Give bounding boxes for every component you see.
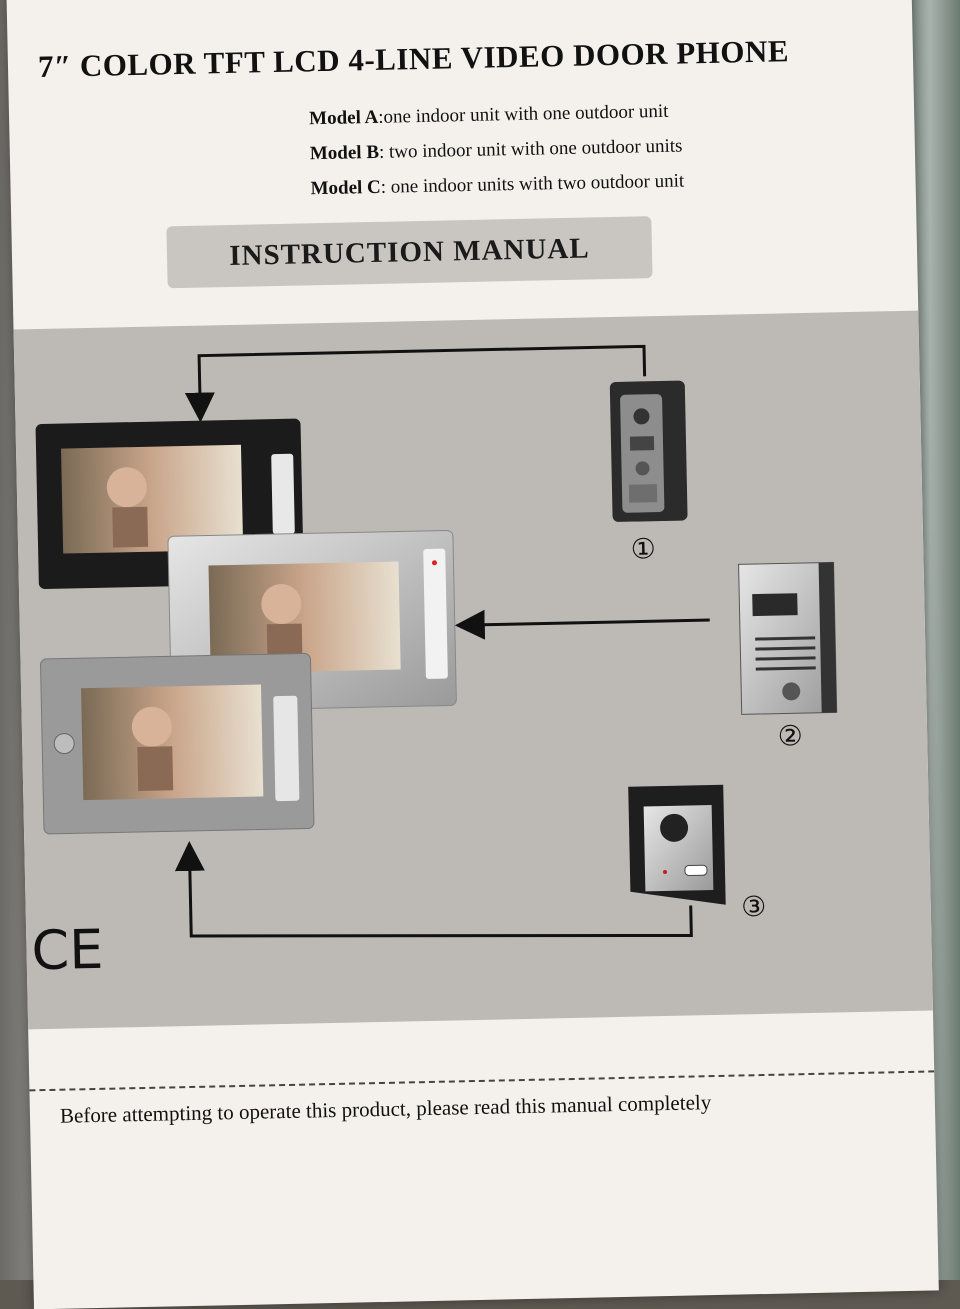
wire-arrow-2	[454, 609, 710, 640]
outdoor-unit-2	[738, 561, 838, 715]
model-c-label: Model C	[310, 176, 382, 200]
outdoor-unit-3-marker: ③	[741, 890, 767, 924]
outdoor-unit-1	[609, 380, 688, 522]
connection-diagram: ① ②	[31, 344, 838, 982]
footer-note: Before attempting to operate this produc…	[59, 1090, 712, 1128]
manual-heading: INSTRUCTION MANUAL	[228, 231, 590, 272]
indoor-monitor-gray	[40, 653, 315, 835]
outdoor-unit-1-marker: ①	[630, 532, 656, 566]
ce-mark: CE	[31, 918, 104, 982]
model-b-label: Model B	[309, 141, 380, 165]
outdoor-unit-3	[628, 784, 726, 905]
model-c-text: : one indoor units with two outdoor unit	[380, 170, 685, 198]
model-list: Model A:one indoor unit with one outdoor…	[309, 90, 871, 207]
model-a-label: Model A	[308, 106, 379, 130]
wire-arrow-3	[174, 840, 693, 938]
model-a-text: :one indoor unit with one outdoor unit	[378, 100, 669, 128]
wire-arrow-1	[184, 344, 647, 423]
outdoor-unit-2-marker: ②	[777, 719, 803, 753]
indoor-monitor-black	[35, 418, 304, 589]
diagram-panel: ① ②	[13, 310, 933, 1030]
page-title: 7″ COLOR TFT LCD 4-LINE VIDEO DOOR PHONE	[37, 33, 790, 84]
model-b-text: : two indoor unit with one outdoor units	[378, 135, 683, 163]
manual-cover: 7″ COLOR TFT LCD 4-LINE VIDEO DOOR PHONE…	[6, 0, 939, 1309]
manual-heading-box: INSTRUCTION MANUAL	[166, 216, 653, 289]
